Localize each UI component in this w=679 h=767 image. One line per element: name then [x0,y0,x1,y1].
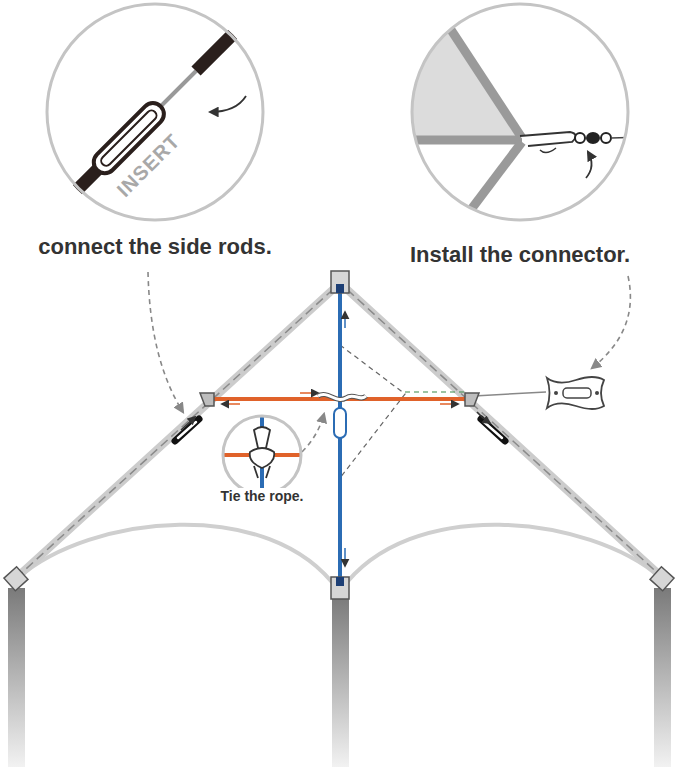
kite-tails [332,596,349,767]
rod-detail [20,0,297,247]
cross-spar [300,392,318,394]
callout-heading: connect the side rods. [38,234,272,260]
winder-handle [554,391,558,395]
connector-detail [540,148,556,153]
callout-circle: Tie the rope. [221,414,303,496]
joint-caps [331,271,349,293]
connector-detail [586,132,600,144]
connector-detail [575,133,585,143]
circle-outline [45,2,265,222]
circle-outline [221,414,303,496]
kite-frame [16,283,663,590]
cross-spar [222,403,240,405]
callout-leaders [592,276,630,368]
rod-detail [159,71,196,108]
connector-detail [400,136,522,145]
rod-detail [20,0,297,247]
callout-heading: Tie the rope. [218,488,307,504]
spine-rod [334,408,346,438]
bridle-lines [405,391,468,392]
cross-spar [318,394,366,399]
cross-spar [200,393,214,406]
joint-caps [650,567,674,591]
circle-outline [412,4,628,220]
knot-detail [250,448,275,468]
knot-detail [254,427,270,450]
callout-leaders [148,272,183,412]
callout-heading: Install the connector. [410,242,630,268]
winder-handle [547,377,604,409]
joint-caps [4,271,674,599]
bridle-lines [340,345,405,478]
callout-circle: INSERTconnect the side rods. [45,2,265,222]
spine-rod [344,312,346,328]
side-rod-connectors [481,419,505,441]
kite-tails [8,588,671,767]
circle-outline [410,2,630,222]
side-rod-connectors [181,417,195,430]
bridle-lines [474,392,546,396]
knot-detail [254,466,270,478]
spine-rod [344,548,346,566]
spine-rod [334,292,346,580]
cross-spar [440,403,458,405]
callout-circle: Install the connector. [410,2,630,222]
winder-handle [595,391,599,395]
circle-outline [47,4,263,220]
connector-detail [586,152,592,178]
rod-detail [196,0,289,71]
kite-tails [654,588,671,767]
connector-detail [448,142,522,240]
bridle-lines [340,345,546,478]
connector-detail [520,132,576,146]
side-rod-connectors [175,419,199,441]
kite-tails [8,588,25,767]
cross-spar [465,393,479,406]
cross-spar [318,394,366,399]
side-rod-connectors [477,412,490,423]
knot-detail [218,410,306,500]
part-label: INSERT [113,129,185,201]
joint-caps [336,284,344,293]
joint-caps [4,567,28,591]
callout-leaders [302,414,324,452]
callout-leaders [148,272,630,452]
winder-handle [547,377,604,409]
winder-handle [563,388,591,398]
side-rod-connectors [175,412,505,441]
joint-caps [336,577,344,586]
circle-outline [223,416,301,494]
side-rod-connectors [484,422,502,438]
joint-caps [331,577,349,599]
connector-detail [601,133,611,143]
rod-detail [210,96,246,112]
cross-spar [200,393,479,406]
